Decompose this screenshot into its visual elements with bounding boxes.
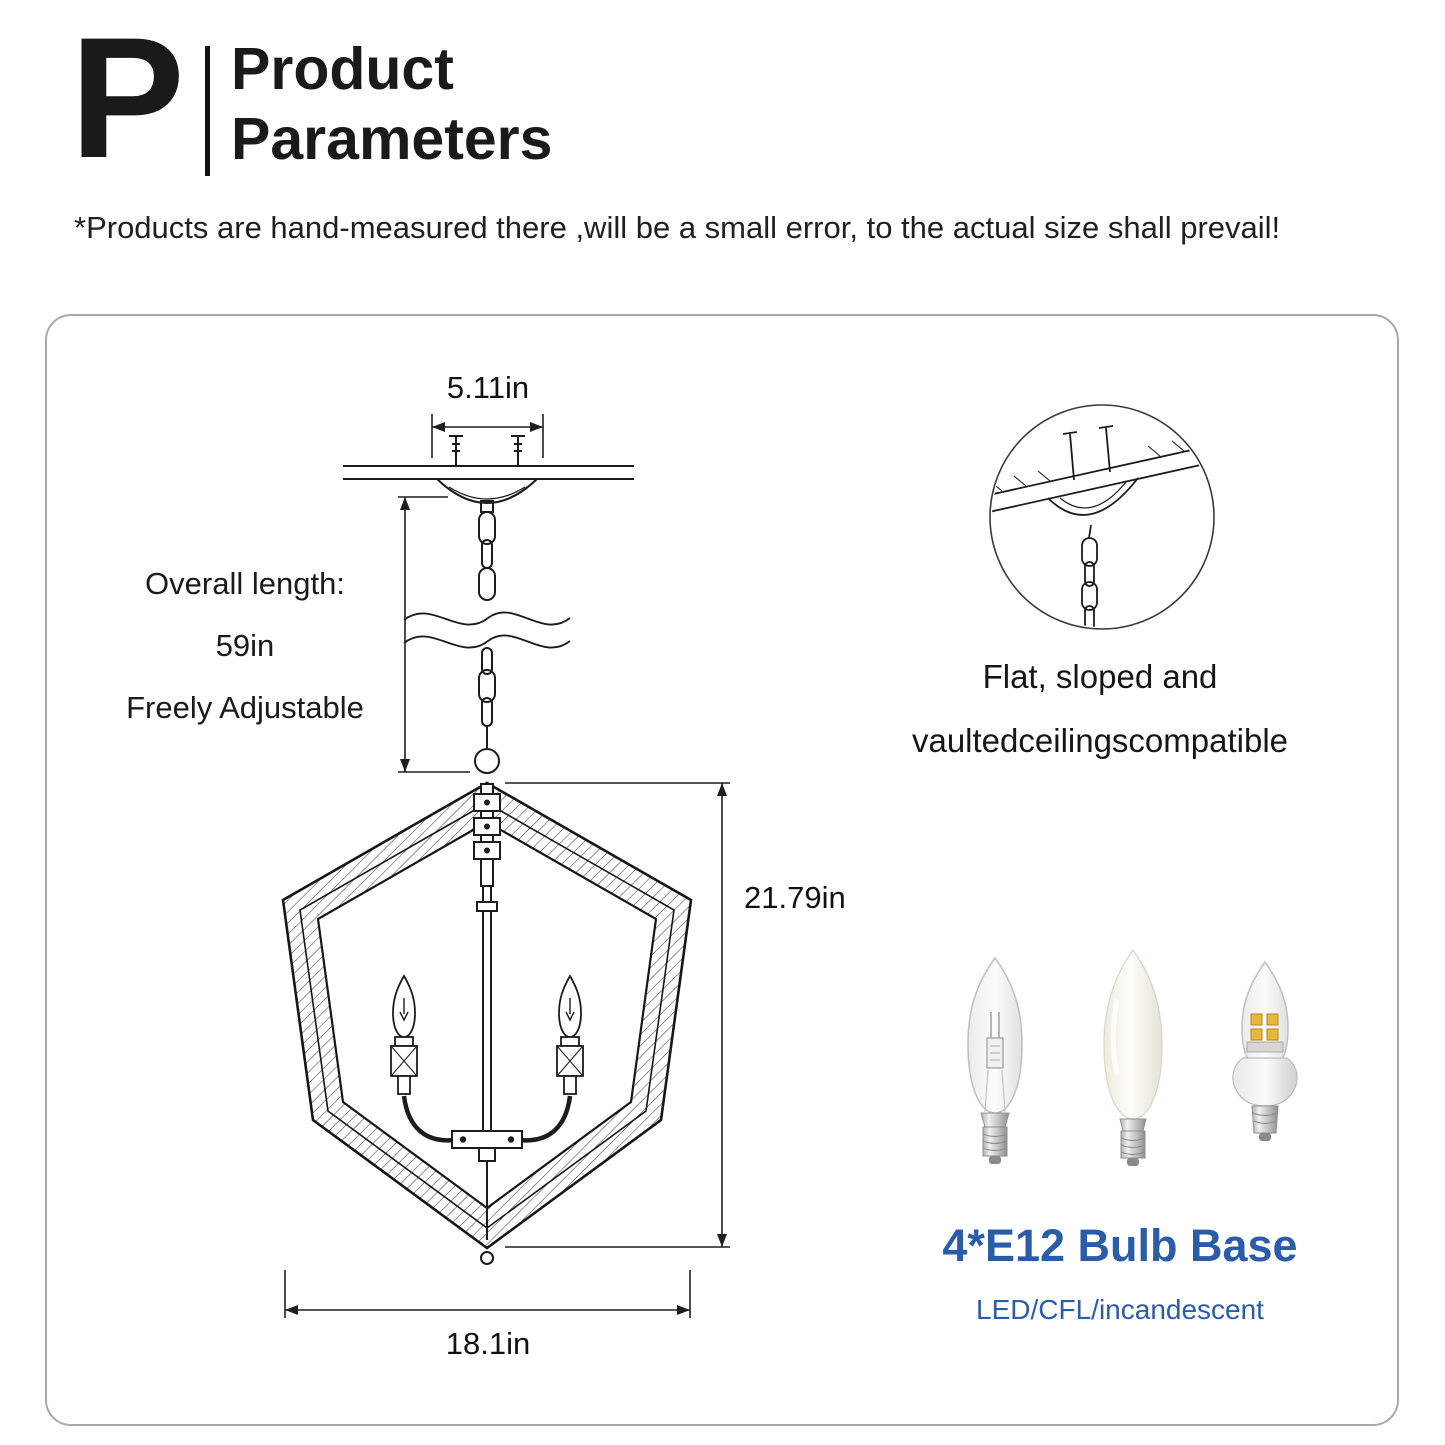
canopy-width-dimension: 5.11in — [446, 370, 530, 405]
bulb-options — [967, 948, 1298, 1166]
ceiling-note-line2: vaultedceilingscompatible — [911, 722, 1289, 759]
left-candle-socket — [390, 975, 418, 1095]
ceiling-mount — [343, 435, 634, 513]
ceiling-mount-detail-inset — [989, 404, 1215, 630]
right-candle-socket — [556, 975, 584, 1095]
page-title-line2: Parameters — [231, 106, 553, 173]
ceiling-note-line1: Flat, sloped and — [982, 658, 1218, 695]
bulb-compatible-types: LED/CFL/incandescent — [976, 1294, 1264, 1325]
length-break-symbol — [403, 611, 571, 649]
dimension-lines — [284, 414, 730, 1318]
ceiling-compatibility-note: Flat, sloped and vaultedceilingscompatib… — [880, 658, 1320, 760]
overall-length-title: Overall length: — [145, 566, 345, 601]
disclaimer-text: *Products are hand-measured there ,will … — [74, 210, 1281, 245]
body-width-dimension: 18.1in — [445, 1326, 531, 1361]
overall-length-label: Overall length: 59in Freely Adjustable — [110, 566, 380, 726]
body-height-dimension: 21.79in — [744, 880, 846, 915]
halogen-candelabra-bulb — [967, 956, 1023, 1164]
overall-length-value: 59in — [215, 628, 275, 663]
page-title: Product Parameters — [231, 34, 552, 174]
bulb-base-label: 4*E12 Bulb Base — [942, 1220, 1298, 1271]
led-candelabra-bulb — [1232, 960, 1298, 1141]
hanging-chain — [474, 511, 500, 774]
brand-letter: P — [70, 2, 185, 194]
page-title-line1: Product — [231, 36, 454, 102]
chandelier-line-drawing — [281, 414, 730, 1318]
frosted-candelabra-bulb — [1103, 948, 1163, 1166]
center-hub — [451, 1130, 523, 1265]
overall-length-note: Freely Adjustable — [126, 690, 364, 725]
header-divider — [205, 46, 210, 176]
bulb-arms — [401, 1095, 573, 1143]
center-column — [473, 783, 501, 1137]
